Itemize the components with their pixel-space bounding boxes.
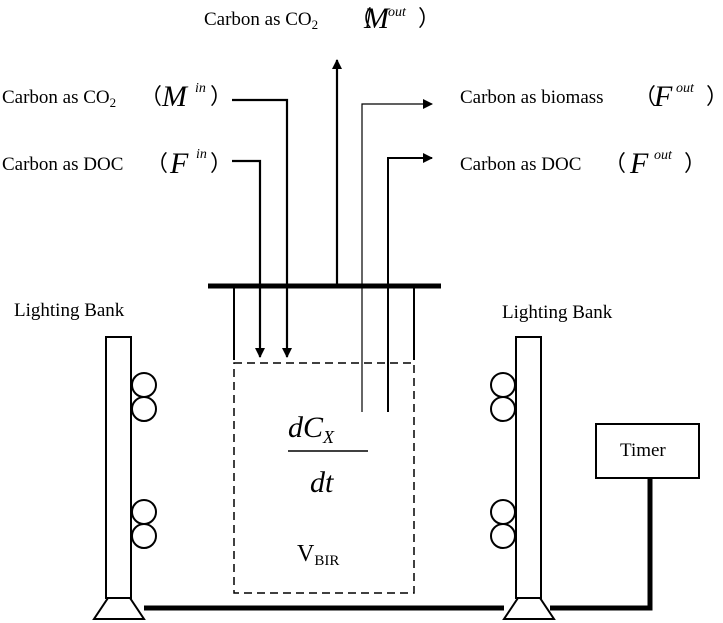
doc-in-line [232,159,265,358]
reactor-volume-label: VBIR [297,541,339,569]
biomass-out-label: Carbon as biomass （ F out ） [460,80,723,113]
svg-text:）: ） [706,84,723,109]
lighting-bank-right-label: Lighting Bank [502,302,613,323]
co2-in-label: Carbon as CO2 （ M in ） [2,80,232,113]
svg-text:）: ） [210,84,232,109]
svg-text:）: ） [418,6,440,31]
svg-text:in: in [195,81,206,96]
co2-out-label: Carbon as CO2 （ M out ） [204,2,440,35]
lamp-left-lower [131,499,157,549]
doc-in-label: Carbon as DOC （ F in ） [2,147,232,180]
timer-box [595,423,700,479]
svg-text:out: out [654,148,673,163]
lighting-bank-left-base [92,597,146,620]
lighting-bank-left-pole [105,336,132,599]
co2-in-line [232,98,292,358]
svg-text:Carbon as biomass: Carbon as biomass [460,87,604,108]
lamp-right-upper [490,372,516,422]
svg-text:F: F [169,147,189,180]
svg-text:（: （ [350,6,372,31]
svg-text:（: （ [146,151,168,176]
timer-label: Timer [620,440,666,461]
rate-expression: dCX dt [288,411,368,499]
doc-out-label: Carbon as DOC （ F out ） [460,147,706,180]
svg-text:dCX: dCX [288,411,335,447]
svg-text:（: （ [140,84,162,109]
lighting-bank-left-label: Lighting Bank [14,300,125,321]
lighting-bank-right-pole [515,336,542,599]
svg-text:out: out [388,5,407,20]
reactor-volume-box [233,362,415,594]
svg-text:F: F [629,147,649,180]
svg-text:F: F [653,80,673,113]
doc-out-line [387,153,433,412]
svg-text:Carbon as DOC: Carbon as DOC [2,154,123,175]
lamp-right-lower [490,499,516,549]
svg-text:）: ） [684,151,706,176]
svg-text:Carbon as DOC: Carbon as DOC [460,154,581,175]
svg-text:M: M [161,80,189,113]
svg-text:（: （ [634,84,656,109]
svg-text:Carbon as CO2: Carbon as CO2 [2,87,116,110]
svg-text:M: M [363,2,391,35]
lighting-bank-right-base [502,597,556,620]
svg-text:in: in [196,147,207,162]
timer-cable [550,478,653,611]
biomass-out-line [361,99,433,412]
svg-text:）: ） [210,151,232,176]
lamp-left-upper [131,372,157,422]
svg-text:out: out [676,81,695,96]
svg-text:（: （ [604,151,626,176]
svg-text:dt: dt [310,466,334,499]
svg-text:Carbon as CO2: Carbon as CO2 [204,9,318,32]
